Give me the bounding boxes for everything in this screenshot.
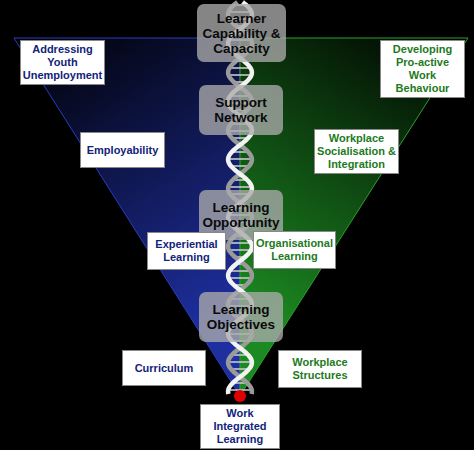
node-text: Support Network xyxy=(199,95,283,125)
helix-rung xyxy=(229,242,251,244)
node-text: Employability xyxy=(87,144,159,157)
helix-stage-box: Learner Capability & Capacity xyxy=(197,4,286,62)
node-text: Learning Opportunity xyxy=(199,200,283,230)
helix-rung xyxy=(228,361,252,363)
helix-rung xyxy=(228,277,251,279)
concept-box: Experiential Learning xyxy=(147,232,226,270)
node-text: Learning Objectives xyxy=(199,302,283,332)
helix-stage-box: Support Network xyxy=(199,85,283,135)
node-text: Curriculum xyxy=(135,362,194,375)
helix-rung xyxy=(228,186,252,188)
helix-rung xyxy=(229,249,251,251)
node-text: Addressing Youth Unemployment xyxy=(23,43,102,82)
concept-box: Curriculum xyxy=(122,350,206,386)
node-text: Workplace Structures xyxy=(281,356,359,382)
vertex-dot xyxy=(234,390,246,402)
concept-box: Employability xyxy=(80,132,165,168)
helix-stage-box: Learning Objectives xyxy=(199,292,283,342)
concept-box: Work Integrated Learning xyxy=(200,404,280,449)
concept-box: Workplace Structures xyxy=(278,350,362,388)
node-text: Workplace Socialisation & Integration xyxy=(317,132,396,171)
node-text: Organisational Learning xyxy=(256,237,333,263)
node-text: Experiential Learning xyxy=(150,238,223,264)
node-text: Learner Capability & Capacity xyxy=(197,11,286,56)
concept-box: Organisational Learning xyxy=(253,231,336,269)
concept-box: Workplace Socialisation & Integration xyxy=(314,129,399,174)
concept-box: Developing Pro-active Work Behaviour xyxy=(380,40,465,98)
node-text: Work Integrated Learning xyxy=(203,407,277,446)
concept-box: Addressing Youth Unemployment xyxy=(20,40,105,85)
helix-rung xyxy=(228,158,252,160)
helix-rung xyxy=(228,74,251,76)
node-text: Developing Pro-active Work Behaviour xyxy=(383,43,462,95)
